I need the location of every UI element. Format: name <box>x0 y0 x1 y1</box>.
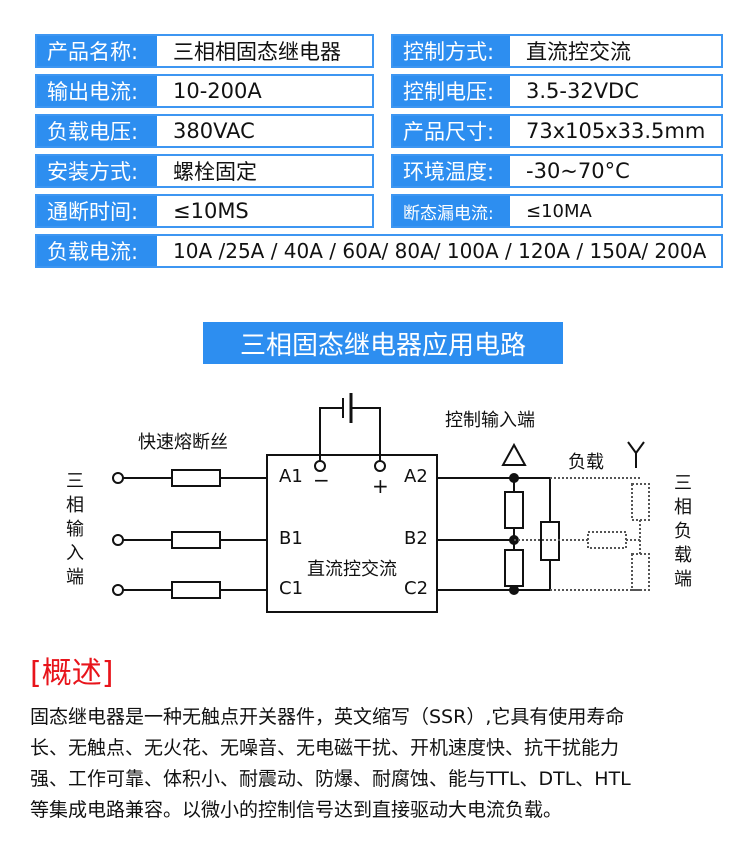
spec-row-switch-time: 通断时间: ≤10MS <box>35 194 374 228</box>
overview-heading: [概述] <box>30 656 114 691</box>
overview-line: 固态继电器是一种无触点开关器件，英文缩写（SSR）,它具有使用寿命 <box>30 706 625 728</box>
wye-load <box>514 477 650 591</box>
spec-label: 环境温度: <box>393 156 510 186</box>
spec-value: 直流控交流 <box>526 40 631 64</box>
dc-source <box>314 393 386 472</box>
spec-label: 负载电压: <box>37 116 157 146</box>
spec-row-leakage: 断态漏电流: ≤10MA <box>391 194 723 228</box>
spec-value: 三相相固态继电器 <box>173 40 341 64</box>
overview-line: 强、工作可靠、体积小、耐震动、防爆、耐腐蚀、能与TTL、DTL、HTL <box>30 768 631 790</box>
load-side-label: 三相负载端 <box>674 473 692 590</box>
spec-label: 安装方式: <box>37 156 157 186</box>
spec-value: 10A /25A / 40A / 60A/ 80A/ 100A / 120A /… <box>173 239 707 263</box>
plus-sign: + <box>372 474 389 498</box>
overview-line: 等集成电路兼容。以微小的控制信号达到直接驱动大电流负载。 <box>30 799 563 821</box>
terminal-a1: A1 <box>279 466 303 487</box>
spec-label: 产品尺寸: <box>393 116 510 146</box>
spec-value: -30~70°C <box>526 159 630 183</box>
load-label: 负载 <box>568 452 604 473</box>
ssr-box <box>266 454 438 613</box>
spec-row-load-current: 负载电流: 10A /25A / 40A / 60A/ 80A/ 100A / 1… <box>35 234 723 268</box>
input-side-label: 三相输入端 <box>66 471 84 588</box>
terminal-c2: C2 <box>404 578 429 599</box>
spec-row-mounting: 安装方式: 螺栓固定 <box>35 154 374 188</box>
spec-value: 螺栓固定 <box>173 160 257 184</box>
spec-row-load-voltage: 负载电压: 380VAC <box>35 114 374 148</box>
spec-row-control-mode: 控制方式: 直流控交流 <box>391 34 723 68</box>
spec-label: 产品名称: <box>37 36 157 66</box>
spec-label: 负载电流: <box>37 236 157 266</box>
spec-label: 控制电压: <box>393 76 510 106</box>
circuit-title: 三相固态继电器应用电路 <box>203 322 563 364</box>
spec-value: 73x105x33.5mm <box>526 119 706 143</box>
spec-row-output-current: 输出电流: 10-200A <box>35 74 374 108</box>
spec-label: 控制方式: <box>393 36 510 66</box>
terminal-b2: B2 <box>404 528 428 549</box>
spec-label: 通断时间: <box>37 196 157 226</box>
spec-row-temperature: 环境温度: -30~70°C <box>391 154 723 188</box>
fuses <box>171 469 221 599</box>
minus-sign: − <box>313 468 330 492</box>
spec-value: ≤10MA <box>526 200 592 222</box>
box-label: 直流控交流 <box>307 559 397 580</box>
spec-value: 380VAC <box>173 119 255 143</box>
overview-line: 长、无触点、无火花、无噪音、无电磁干扰、开机速度快、抗干扰能力 <box>30 737 620 759</box>
spec-row-control-voltage: 控制电压: 3.5-32VDC <box>391 74 723 108</box>
wye-symbol <box>627 441 645 468</box>
control-input-label: 控制输入端 <box>445 410 535 431</box>
spec-row-size: 产品尺寸: 73x105x33.5mm <box>391 114 723 148</box>
terminal-a2: A2 <box>404 466 428 487</box>
spec-row-product-name: 产品名称: 三相相固态继电器 <box>35 34 374 68</box>
spec-label: 断态漏电流: <box>393 196 510 226</box>
spec-label: 输出电流: <box>37 76 157 106</box>
spec-value: 3.5-32VDC <box>526 79 639 103</box>
terminal-b1: B1 <box>279 528 303 549</box>
output-lines <box>437 442 560 595</box>
spec-value: 10-200A <box>173 79 262 103</box>
terminal-c1: C1 <box>279 578 304 599</box>
overview-paragraph: 固态继电器是一种无触点开关器件，英文缩写（SSR）,它具有使用寿命 长、无触点、… <box>30 702 631 826</box>
spec-value: ≤10MS <box>173 199 249 223</box>
fuse-label: 快速熔断丝 <box>138 432 228 453</box>
